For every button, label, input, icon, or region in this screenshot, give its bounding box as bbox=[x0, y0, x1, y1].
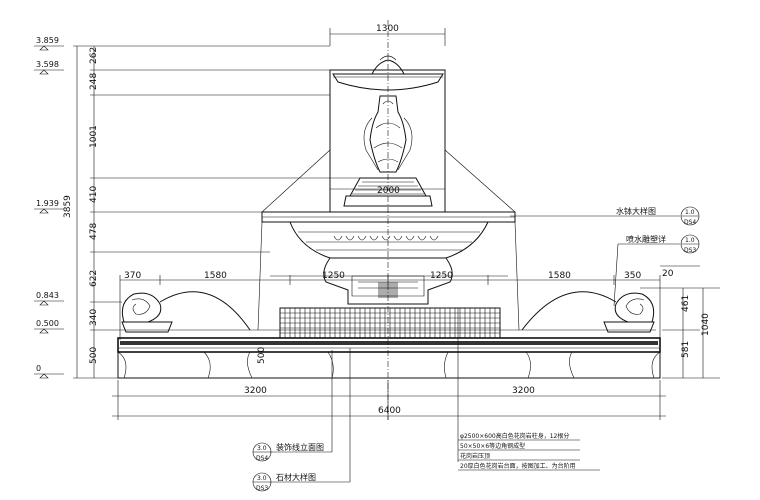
level-zero-text: 0 bbox=[36, 364, 41, 373]
note-4: 20厚白色花岗岩台面，按图加工、为台阶用 bbox=[460, 462, 576, 470]
level-marker-edge: 0.843 bbox=[34, 291, 64, 306]
dim-span-3: 1250 bbox=[322, 271, 345, 281]
level-markers: 3.859 3.598 1.939 0.843 0.500 0 bbox=[34, 36, 64, 379]
water-jets bbox=[159, 291, 617, 331]
dim-right-seg-2: 581 bbox=[681, 341, 691, 358]
callout-bottom-1-code-bottom: DS4 bbox=[256, 455, 268, 462]
level-base-text: 0.500 bbox=[36, 319, 59, 328]
dim-bottom-right: 3200 bbox=[512, 386, 535, 396]
callout-right-2-label: 喷水雕塑详 bbox=[626, 234, 666, 244]
base-plinth: 500 bbox=[117, 329, 661, 379]
dim-seg-2: 248 bbox=[89, 73, 99, 90]
dim-span-6: 350 bbox=[624, 271, 641, 281]
callout-bottom-1-code-top: 3.0 bbox=[257, 445, 267, 452]
shell-spout-right bbox=[603, 292, 655, 333]
middle-basin bbox=[257, 211, 520, 331]
dim-span-5: 1580 bbox=[548, 271, 571, 281]
notes-block: φ2500×600高白色花岗岩柱身，12根分 50×50×6等边角钢成型 花岗岩… bbox=[457, 308, 600, 471]
callout-right-2: 喷水雕塑详 1.0 DS3 bbox=[613, 234, 700, 307]
right-dimension-chain: 20 461 581 1040 bbox=[640, 265, 720, 379]
callout-bottom-2: 石材大样图 3.0 DS3 bbox=[252, 348, 351, 492]
dim-seg-3: 1001 bbox=[89, 125, 99, 148]
callout-right-1-code-bottom: DS4 bbox=[684, 219, 696, 226]
callout-bottom-1-label: 装饰线立面图 bbox=[276, 442, 324, 452]
level-marker-zero: 0 bbox=[34, 364, 64, 379]
dim-base-height: 500 bbox=[257, 347, 267, 364]
level-marker-base: 0.500 bbox=[34, 319, 64, 334]
dim-seg-7: 340 bbox=[89, 309, 99, 326]
dim-span-2: 1580 bbox=[204, 271, 227, 281]
dim-span-1: 370 bbox=[124, 271, 141, 281]
dim-right-overall: 1040 bbox=[701, 313, 711, 336]
callout-bottom-2-code-top: 3.0 bbox=[257, 475, 267, 482]
dim-right-seg-1: 461 bbox=[681, 295, 691, 312]
level-edge-text: 0.843 bbox=[36, 291, 59, 300]
callout-bottom-2-label: 石材大样图 bbox=[276, 472, 316, 482]
shell-spout-left bbox=[121, 292, 173, 333]
note-2: 50×50×6等边角钢成型 bbox=[460, 442, 525, 450]
callout-bottom-2-code-bottom: DS3 bbox=[256, 485, 268, 492]
dim-seg-5: 478 bbox=[89, 223, 99, 240]
level-cap-text: 3.598 bbox=[36, 60, 59, 69]
dim-right-small: 20 bbox=[662, 269, 674, 279]
callout-bottom-1: 装饰线立面图 3.0 DS4 bbox=[252, 350, 333, 462]
note-1: φ2500×600高白色花岗岩柱身，12根分 bbox=[460, 432, 569, 440]
dim-span-4: 1250 bbox=[430, 271, 453, 281]
dim-seg-6: 622 bbox=[89, 270, 99, 287]
callout-right-1-code-top: 1.0 bbox=[685, 209, 695, 216]
level-marker-cap: 3.598 bbox=[34, 60, 64, 75]
level-mid-text: 1.939 bbox=[36, 199, 59, 208]
span-dimensions: 370 1580 1250 1250 1580 350 bbox=[119, 271, 661, 340]
top-dimensions: 1300 2000 bbox=[329, 20, 446, 420]
level-marker-mid: 1.939 bbox=[34, 199, 64, 214]
bottom-dimensions: 3200 3200 6400 bbox=[112, 380, 666, 420]
dim-center-width: 1300 bbox=[376, 24, 399, 34]
note-3: 花岗岩压顶 bbox=[460, 452, 490, 460]
dim-seg-4: 410 bbox=[89, 186, 99, 203]
inner-tiled-wall bbox=[279, 307, 501, 339]
level-marker-top: 3.859 bbox=[34, 36, 64, 51]
dim-bottom-left: 3200 bbox=[244, 386, 267, 396]
dim-basin-width: 2000 bbox=[377, 186, 400, 196]
dim-seg-8: 500 bbox=[89, 347, 99, 364]
callout-right-2-code-bottom: DS3 bbox=[684, 247, 696, 254]
dim-seg-1: 262 bbox=[89, 47, 99, 64]
dim-bottom-total: 6400 bbox=[378, 406, 401, 416]
callout-right-1-label: 水钵大样图 bbox=[616, 206, 656, 216]
level-top-text: 3.859 bbox=[36, 36, 59, 45]
callout-right-1: 水钵大样图 1.0 DS4 bbox=[510, 206, 700, 226]
dim-overall-height: 3859 bbox=[63, 195, 73, 218]
callout-right-2-code-top: 1.0 bbox=[685, 237, 695, 244]
